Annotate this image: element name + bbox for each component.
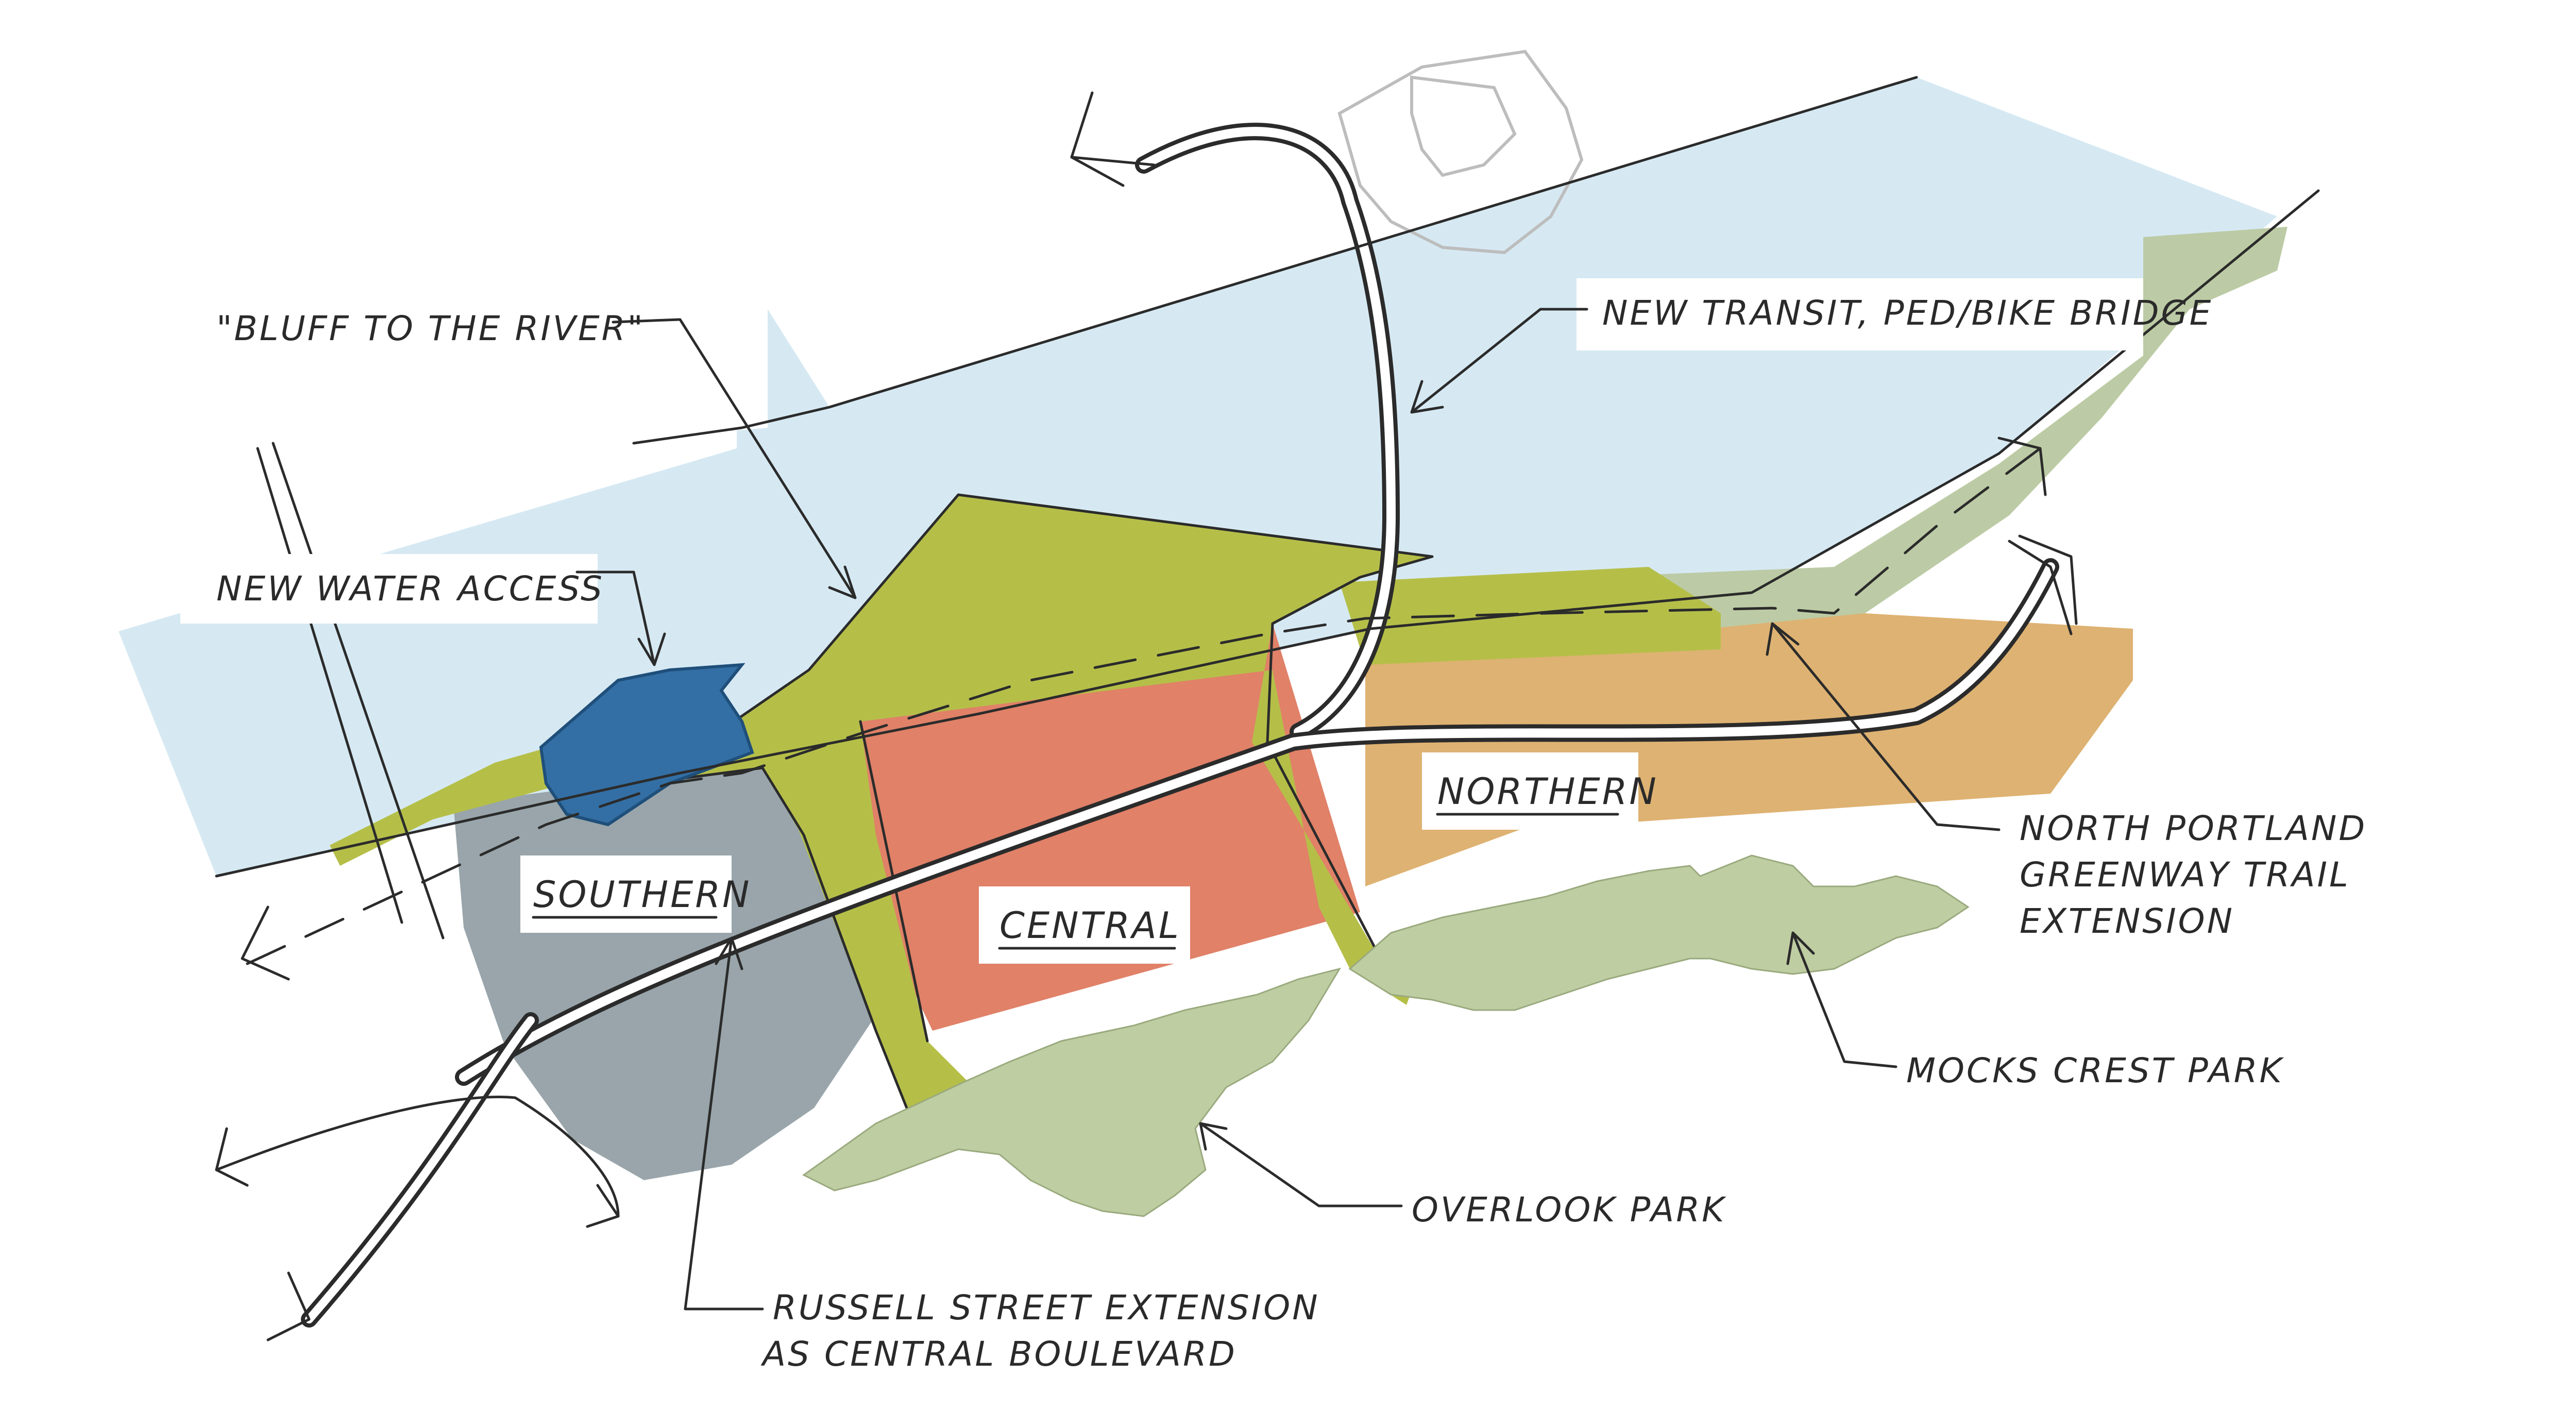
stadium-field (1410, 75, 1517, 177)
new-transit-bridge-label: NEW TRANSIT, PED/BIKE BRIDGE (1602, 293, 2213, 333)
russell-street-label-line2: AS CENTRAL BOULEVARD (760, 1334, 1237, 1374)
southern-district-label: SOUTHERN (533, 874, 751, 916)
left-street-line-2 (272, 442, 445, 939)
central-district-label: CENTRAL (999, 904, 1181, 947)
russell-street-label-line1: RUSSELL STREET EXTENSION (773, 1288, 1320, 1328)
river-edge-lower (215, 189, 2320, 878)
bluff-to-river-leader (612, 318, 857, 599)
north-portland-trail-label-line3: EXTENSION (2020, 901, 2234, 941)
bluff-strip (330, 742, 567, 866)
southwest-road-arrow (266, 1271, 311, 1341)
central-label-box (979, 886, 1190, 964)
southwest-trail-arrow (241, 905, 290, 981)
overlook-park-area (802, 967, 1342, 1217)
russell-street-road (266, 534, 2078, 1341)
bridge-arrow-head (1070, 91, 1156, 187)
mocks-crest-park-leader (1786, 931, 1897, 1068)
russell-street-leader (684, 936, 764, 1311)
bluff-strip-north (1340, 567, 1721, 665)
new-water-access-leader (575, 570, 666, 666)
new-water-access-area (539, 663, 754, 827)
north-portland-trail-label-line2: GREENWAY TRAIL (2020, 855, 2350, 895)
greenway-dashed-trail (246, 447, 2042, 965)
north-portland-trail-leader (1766, 622, 2001, 831)
new-water-access-label-box (180, 554, 598, 624)
transit-bridge-road (1070, 91, 1400, 741)
rail-line (215, 1096, 620, 1228)
river-edge-upper (632, 76, 1918, 445)
mocks-crest-park-area (1348, 854, 1970, 1011)
overlook-park-label: OVERLOOK PARK (1412, 1190, 1726, 1230)
northern-label-box (1422, 752, 1638, 830)
northern-district-label: NORTHERN (1437, 770, 1658, 813)
overlook-park-leader (1199, 1122, 1403, 1207)
northern-road-arrow (2008, 534, 2078, 635)
new-transit-label-box (1577, 278, 2143, 350)
stadium-outline (1337, 49, 1584, 255)
new-water-access-label: NEW WATER ACCESS (216, 569, 604, 609)
north-portland-trail-label-line1: NORTH PORTLAND (2020, 809, 2367, 848)
mocks-crest-park-label: MOCKS CREST PARK (1906, 1051, 2284, 1090)
bluff-to-river-label: "BLUFF TO THE RIVER" (216, 309, 645, 348)
new-transit-leader (1410, 308, 1588, 414)
left-street-line-1 (256, 447, 403, 924)
southern-label-box (520, 855, 732, 933)
